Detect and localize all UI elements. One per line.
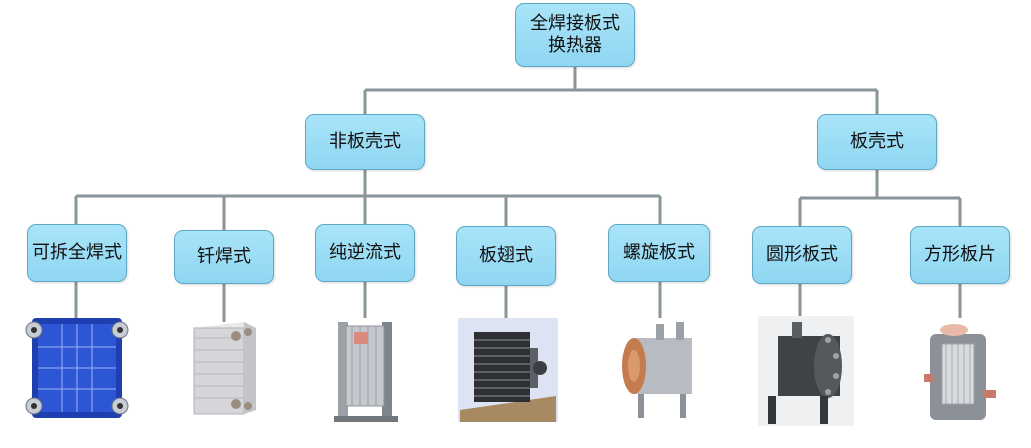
round-plate-shell-exchanger-image (758, 316, 854, 426)
node-brazed: 钎焊式 (174, 230, 274, 284)
node-pure-counterflow: 纯逆流式 (315, 224, 415, 282)
leaf-label: 板翅式 (479, 245, 533, 266)
frame-plate-heat-exchanger-image (334, 322, 398, 422)
node-root: 全焊接板式 换热器 (515, 3, 635, 67)
node-plate-shell: 板壳式 (817, 114, 937, 170)
leaf-label: 圆形板式 (766, 244, 838, 265)
node-nonplate-shell: 非板壳式 (305, 114, 425, 170)
node-spiral-plate: 螺旋板式 (608, 224, 710, 282)
leaf-label: 纯逆流式 (329, 242, 401, 263)
node-root-label: 全焊接板式 换热器 (530, 13, 620, 56)
plate-fin-heat-exchanger-image (458, 318, 558, 422)
spiral-plate-heat-exchanger-image (622, 322, 692, 418)
leaf-label: 方形板片 (924, 244, 996, 265)
node-plate-fin: 板翅式 (456, 226, 556, 286)
node-plate-shell-label: 板壳式 (850, 131, 904, 152)
node-nonplate-shell-label: 非板壳式 (329, 131, 401, 152)
leaf-label: 螺旋板式 (623, 242, 695, 263)
square-plate-shell-exchanger-image (924, 324, 996, 420)
leaf-label: 可拆全焊式 (32, 242, 122, 263)
leaf-label: 钎焊式 (197, 246, 251, 267)
blue-plate-heat-exchanger-image (25, 318, 129, 418)
node-round-plate: 圆形板式 (752, 226, 852, 284)
brazed-plate-heat-exchanger-image (193, 322, 256, 415)
node-square-plate: 方形板片 (910, 226, 1010, 284)
node-detachable-welded: 可拆全焊式 (27, 224, 127, 282)
